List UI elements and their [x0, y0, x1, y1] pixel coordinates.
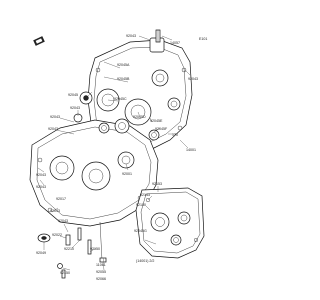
part-label: 92043: [50, 115, 60, 119]
part-label: 170: [172, 133, 178, 137]
part-labels: 92043 14057 92043 92045A 92045B 92045 92…: [36, 34, 198, 281]
small-hardware-group: [57, 227, 92, 279]
part-label: 92045E: [150, 119, 163, 123]
oil-seal-bottom-left: [37, 233, 51, 243]
part-label: 92043: [36, 173, 46, 177]
part-label: 92043: [58, 219, 68, 223]
part-label: 92210: [64, 247, 74, 251]
part-label: 92043: [50, 209, 60, 213]
part-label: 92043: [48, 127, 58, 131]
part-label: 92150: [136, 203, 146, 207]
manufacturer-logo-icon: [33, 36, 45, 46]
part-label: (14001) 2/2: [136, 259, 154, 263]
part-label: 92022: [52, 233, 62, 237]
part-label: 92017: [56, 197, 66, 201]
part-label: 92045: [68, 93, 78, 97]
part-label: 92066: [96, 277, 106, 281]
diagram-code: E101: [199, 37, 207, 41]
leader-lines: [37, 35, 191, 271]
part-label: 14057: [170, 41, 180, 45]
part-label: 92153: [152, 182, 162, 186]
stud-bolt: [155, 29, 161, 43]
part-label: 92045B: [117, 77, 130, 81]
part-label: 92143: [140, 193, 150, 197]
part-label: 92150: [60, 271, 70, 275]
part-label: 92055: [96, 270, 106, 274]
part-label: 92043: [70, 106, 80, 110]
crankcase-lower-half: [29, 119, 159, 227]
oil-pipe: [99, 221, 107, 263]
part-label: 11061: [96, 263, 106, 267]
part-label: 92001: [122, 172, 132, 176]
part-label: 92043: [36, 185, 46, 189]
part-label: 92045G: [134, 229, 147, 233]
part-label: 92045A: [117, 63, 130, 67]
part-label: 92045F: [155, 127, 168, 131]
part-label: 92043: [188, 77, 198, 81]
part-label: 92045C: [114, 97, 127, 101]
crankcase-exploded-diagram: E101: [29, 29, 207, 281]
part-label: 92049: [36, 251, 46, 255]
part-label: 92045D: [133, 115, 146, 119]
part-label: 92150: [90, 247, 100, 251]
part-label: 14001: [186, 148, 196, 152]
crankcase-inset-detail: [135, 187, 205, 259]
part-label: 92043: [126, 34, 136, 38]
